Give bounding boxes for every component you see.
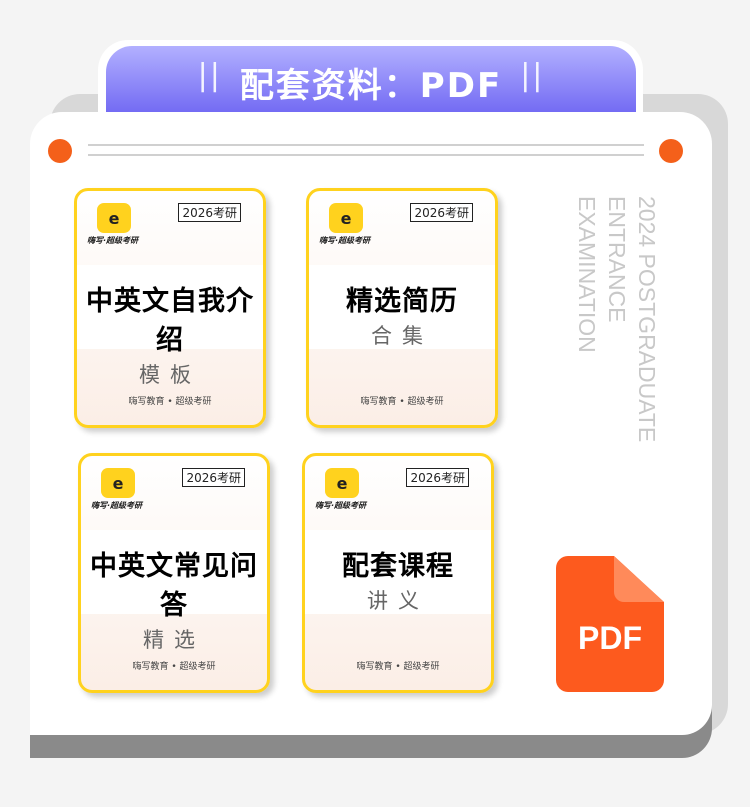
logo-text: 嗨写·超级考研 bbox=[87, 236, 139, 245]
title-band: 中英文自我介绍 模板 bbox=[77, 265, 263, 387]
brand-logo-icon: e bbox=[329, 203, 363, 233]
material-book-cover[interactable]: e 嗨写·超级考研 2026考研 精选简历 合集 嗨写教育 • 超级考研 bbox=[306, 188, 498, 428]
logo-text: 嗨写·超级考研 bbox=[91, 501, 143, 510]
material-book-cover[interactable]: e 嗨写·超级考研 2026考研 配套课程 讲义 嗨写教育 • 超级考研 bbox=[302, 453, 494, 693]
book-subtitle: 讲义 bbox=[367, 589, 429, 613]
logo-text: 嗨写·超级考研 bbox=[315, 501, 367, 510]
book-subtitle: 模板 bbox=[139, 363, 201, 387]
book-footer: 嗨写教育 • 超级考研 bbox=[356, 662, 440, 672]
book-footer: 嗨写教育 • 超级考研 bbox=[132, 662, 216, 672]
vertical-line: 2024 POSTGRADUATE bbox=[634, 196, 660, 443]
book-title: 中英文自我介绍 bbox=[86, 286, 254, 356]
year-badge: 2026考研 bbox=[182, 468, 245, 487]
divider-line bbox=[88, 144, 644, 146]
brand-logo-icon: e bbox=[325, 468, 359, 498]
book-title: 精选简历 bbox=[346, 286, 458, 317]
book-footer: 嗨写教育 • 超级考研 bbox=[128, 397, 212, 407]
deco-bars-right: || bbox=[520, 58, 545, 93]
title-band: 中英文常见问答 精选 bbox=[81, 530, 267, 652]
pdf-label: PDF bbox=[578, 620, 642, 656]
vertical-line: EXAMINATION bbox=[574, 196, 600, 353]
deco-bars-left: || bbox=[197, 58, 222, 93]
year-badge: 2026考研 bbox=[410, 203, 473, 222]
book-subtitle: 合集 bbox=[371, 324, 433, 348]
divider-line bbox=[88, 154, 644, 156]
orange-dot-left bbox=[48, 139, 72, 163]
book-subtitle: 精选 bbox=[143, 628, 205, 652]
material-book-cover[interactable]: e 嗨写·超级考研 2026考研 中英文自我介绍 模板 嗨写教育 • 超级考研 bbox=[74, 188, 266, 428]
header-title: 配套资料：PDF bbox=[239, 66, 503, 106]
vertical-english-text: 2024 POSTGRADUATE ENTRANCE EXAMINATION bbox=[572, 196, 662, 442]
brand-logo-icon: e bbox=[101, 468, 135, 498]
book-title: 中英文常见问答 bbox=[90, 551, 258, 621]
material-book-cover[interactable]: e 嗨写·超级考研 2026考研 中英文常见问答 精选 嗨写教育 • 超级考研 bbox=[78, 453, 270, 693]
year-badge: 2026考研 bbox=[178, 203, 241, 222]
book-footer: 嗨写教育 • 超级考研 bbox=[360, 397, 444, 407]
header-tab: || 配套资料：PDF || bbox=[106, 46, 636, 120]
brand-logo-icon: e bbox=[97, 203, 131, 233]
vertical-line: ENTRANCE bbox=[604, 196, 630, 323]
title-band: 配套课程 讲义 bbox=[305, 530, 491, 614]
orange-dot-right bbox=[659, 139, 683, 163]
logo-text: 嗨写·超级考研 bbox=[319, 236, 371, 245]
title-band: 精选简历 合集 bbox=[309, 265, 495, 349]
year-badge: 2026考研 bbox=[406, 468, 469, 487]
book-title: 配套课程 bbox=[342, 551, 454, 582]
